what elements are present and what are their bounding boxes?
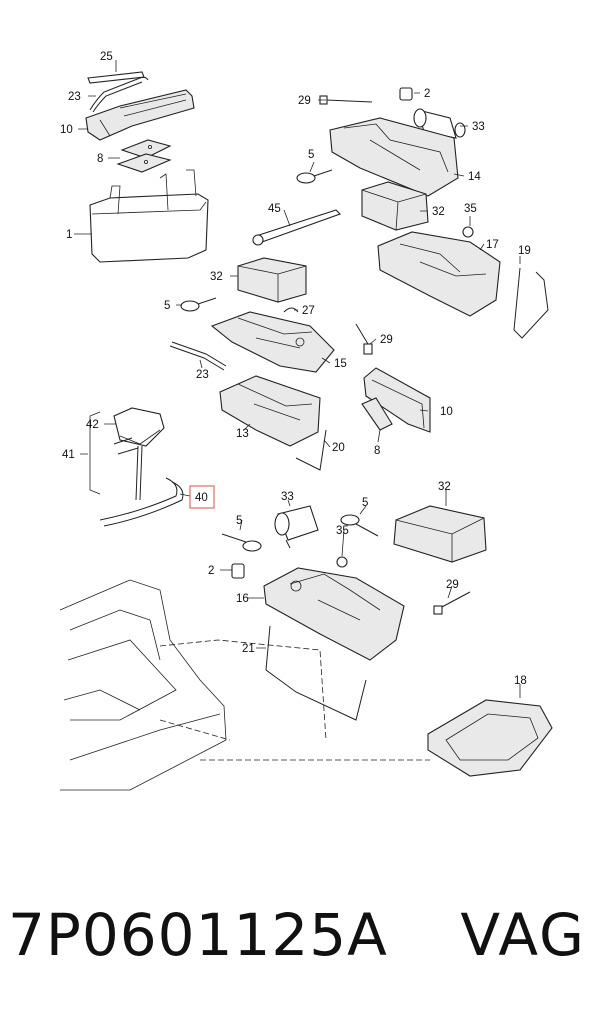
label-5-low-b: 5	[362, 497, 368, 509]
label-2-top: 2	[424, 88, 430, 100]
label-40: 40	[195, 492, 208, 504]
label-41: 41	[62, 449, 75, 461]
part-5-eye-low-a	[221, 533, 262, 552]
label-17: 17	[486, 239, 499, 251]
label-32-low: 32	[438, 481, 451, 493]
label-16: 16	[236, 593, 249, 605]
part-14-tray	[329, 117, 459, 197]
label-19: 19	[518, 245, 531, 257]
label-42: 42	[86, 419, 99, 431]
part-19-strap	[513, 267, 549, 339]
label-33-top: 33	[472, 121, 485, 133]
part-25-strip	[87, 71, 145, 84]
part-32-box-top	[361, 181, 429, 231]
label-21: 21	[242, 643, 255, 655]
part-23-rod-mid	[169, 341, 227, 371]
part-5-eye-low-b	[340, 514, 379, 537]
part-2-cap-low	[231, 563, 245, 579]
part-20-strap	[295, 429, 327, 471]
label-29-top: 29	[298, 95, 311, 107]
part-32-box-low	[393, 505, 487, 563]
part-number: 7P0601125A	[8, 901, 388, 969]
part-5-eye-top	[296, 169, 333, 184]
part-16-tray	[263, 567, 405, 661]
label-5-top: 5	[308, 149, 314, 161]
part-5-eye-mid	[180, 297, 217, 312]
label-10-top: 10	[60, 124, 73, 136]
part-8-pad-mid	[361, 397, 393, 431]
part-29-pin-mid	[355, 323, 373, 355]
label-35-top: 35	[464, 203, 477, 215]
part-33-cylinder-low	[274, 505, 319, 549]
label-32-top: 32	[432, 206, 445, 218]
label-1: 1	[66, 229, 72, 241]
part-41-jack-body	[89, 411, 143, 501]
label-8-top: 8	[97, 153, 103, 165]
leader-lines	[74, 60, 521, 698]
part-29-bolt-low	[433, 591, 471, 615]
part-23-wrench	[89, 76, 149, 113]
label-5-mid: 5	[164, 300, 170, 312]
product-caption: 7P0601125A VAG	[0, 900, 600, 980]
label-5-low-a: 5	[236, 515, 242, 527]
part-10-holder-mid	[363, 367, 431, 433]
label-32-mid: 32	[210, 271, 223, 283]
highlight-box-40	[189, 485, 215, 509]
part-32-box-mid	[237, 257, 307, 303]
part-18-tray	[427, 699, 553, 777]
label-23-top: 23	[68, 91, 81, 103]
part-29-bolt-top	[319, 95, 373, 105]
part-45-handle	[252, 209, 342, 246]
label-8-mid: 8	[374, 445, 380, 457]
label-18: 18	[514, 675, 527, 687]
part-10-holder	[85, 89, 195, 141]
part-15-tray	[210, 311, 335, 373]
label-45: 45	[268, 203, 281, 215]
label-13: 13	[236, 428, 249, 440]
exploded-parts-diagram: 25 23 10 8 1 29 2 33 5 14 45 32 35 17 19…	[59, 51, 553, 791]
part-8-pads	[116, 139, 172, 173]
part-27-clip	[283, 307, 299, 313]
label-2-low: 2	[208, 565, 214, 577]
brand-name: VAG	[460, 901, 586, 969]
part-13-tray	[219, 375, 321, 447]
part-17-tray	[377, 231, 501, 317]
part-21-strap	[265, 625, 367, 721]
part-35-nut-top	[462, 226, 474, 238]
label-33-low: 33	[281, 491, 294, 503]
label-14: 14	[468, 171, 481, 183]
part-35-nut-low	[336, 556, 348, 568]
vehicle-rear-view	[59, 579, 430, 791]
label-10-mid: 10	[440, 406, 453, 418]
label-15: 15	[334, 358, 347, 370]
label-29-low: 29	[446, 579, 459, 591]
label-25: 25	[100, 51, 113, 63]
part-labels: 25 23 10 8 1 29 2 33 5 14 45 32 35 17 19…	[60, 51, 531, 687]
part-40-strap	[99, 477, 184, 527]
part-33-cylinder-top	[413, 108, 466, 139]
label-29-mid: 29	[380, 334, 393, 346]
label-27: 27	[302, 305, 315, 317]
part-1-case	[89, 169, 209, 263]
label-20: 20	[332, 442, 345, 454]
part-42-jack-head	[113, 407, 165, 447]
label-23-mid: 23	[196, 369, 209, 381]
part-2-cap-top	[399, 87, 413, 101]
label-35-low: 35	[336, 525, 349, 537]
